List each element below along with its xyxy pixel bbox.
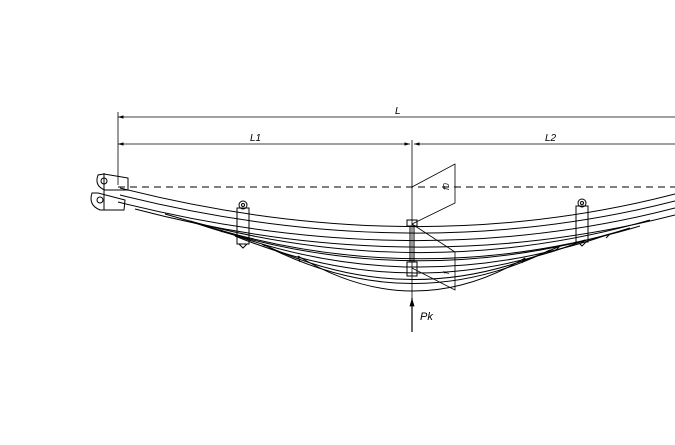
left-clamp bbox=[236, 200, 250, 249]
upper-offset-label: f0 bbox=[442, 183, 451, 190]
center-bolt bbox=[406, 219, 418, 277]
spring-leaves bbox=[117, 187, 675, 292]
load-label: Pk bbox=[420, 311, 433, 323]
right-length-label: L2 bbox=[545, 133, 557, 144]
upper-offset-marker: f0 bbox=[411, 163, 456, 225]
left-spring-eye bbox=[90, 173, 129, 211]
overall-length-label: L bbox=[395, 106, 401, 117]
dimension-left-length: L1 bbox=[118, 133, 410, 146]
lower-offset-marker: f bbox=[411, 223, 456, 291]
right-clamp bbox=[575, 198, 589, 247]
lower-offset-label: f bbox=[442, 271, 451, 274]
left-length-label: L1 bbox=[250, 133, 261, 144]
dimension-overall-length: L bbox=[117, 106, 675, 185]
dimension-right-length: L2 bbox=[414, 133, 675, 146]
load-arrow: Pk bbox=[409, 298, 433, 332]
